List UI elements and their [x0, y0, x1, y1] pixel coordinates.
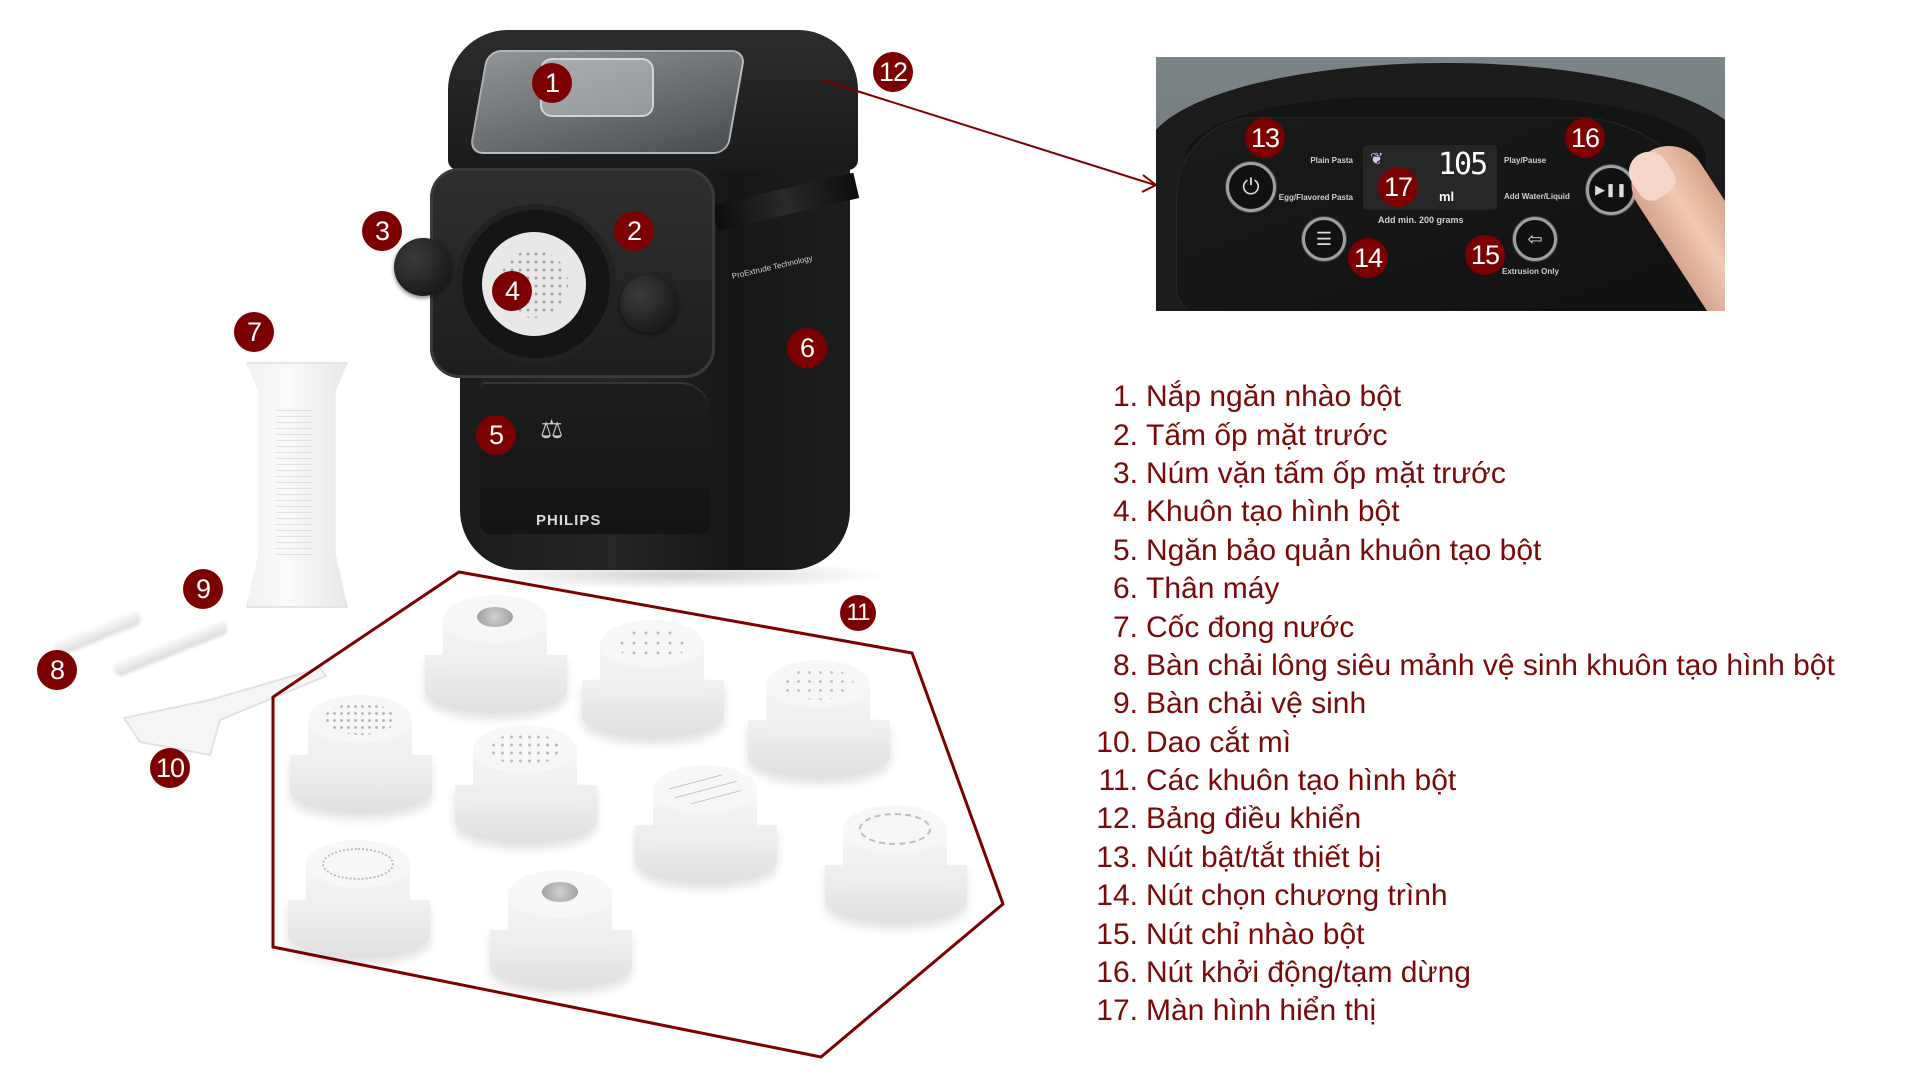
cup-scale-marks: [276, 410, 312, 560]
badge-14: 14: [1348, 238, 1388, 278]
legend-item: 10.Dao cắt mì: [1096, 725, 1292, 759]
shaping-disc-item: [288, 840, 430, 960]
plain-pasta-label: Plain Pasta: [1310, 156, 1353, 165]
brand-logo: PHILIPS: [536, 512, 602, 529]
shaping-disc-item: [825, 805, 967, 925]
shaping-disc-item: [290, 695, 432, 815]
parts-legend: 1.Nắp ngăn nhào bột 2.Tấm ốp mặt trước 3…: [1095, 378, 1915, 1031]
legend-item: 11.Các khuôn tạo hình bột: [1098, 764, 1457, 798]
legend-item: 14.Nút chọn chương trình: [1096, 879, 1448, 913]
badge-13: 13: [1245, 118, 1285, 158]
badge-4: 4: [492, 271, 532, 311]
legend-item: 3.Núm vặn tấm ốp mặt trước: [1112, 456, 1506, 490]
badge-10: 10: [150, 748, 190, 788]
legend-item: 17.Màn hình hiển thị: [1096, 994, 1377, 1028]
badge-5: 5: [476, 415, 516, 455]
legend-item: 16.Nút khởi động/tạm dừng: [1096, 956, 1471, 990]
shaping-disc-item: [748, 660, 890, 780]
badge-1: 1: [532, 63, 572, 103]
pointer-arrow-line: [821, 79, 1156, 186]
legend-item: 12.Bảng điều khiển: [1096, 802, 1362, 836]
discs-outline: [271, 570, 1005, 1059]
badge-17: 17: [1378, 167, 1418, 207]
legend-item: 1.Nắp ngăn nhào bột: [1112, 380, 1402, 414]
shaping-disc-item: [582, 620, 724, 740]
badge-3: 3: [362, 211, 402, 251]
legend-item: 9.Bàn chải vệ sinh: [1112, 687, 1367, 721]
play-pause-button[interactable]: ▶❚❚: [1586, 165, 1636, 215]
shaping-disc-item: [425, 595, 567, 715]
legend-item: 4.Khuôn tạo hình bột: [1112, 495, 1400, 529]
disc-storage-drawer: [480, 382, 710, 534]
shaping-disc-item: [635, 765, 777, 885]
grain-icon: ❦: [1370, 151, 1384, 168]
front-knob-left: [394, 238, 452, 296]
shaping-disc-item: [455, 725, 597, 845]
legend-item: 6.Thân máy: [1112, 572, 1280, 606]
legend-item: 2.Tấm ốp mặt trước: [1112, 418, 1388, 452]
badge-16: 16: [1565, 118, 1605, 158]
scale-icon: ⚖: [540, 414, 564, 444]
egg-pasta-label: Egg/Flavored Pasta: [1278, 193, 1353, 202]
legend-item: 8.Bàn chải lông siêu mảnh vệ sinh khuôn …: [1112, 648, 1835, 682]
badge-7: 7: [234, 312, 274, 352]
add-water-label: Add Water/Liquid: [1504, 192, 1570, 201]
badge-12: 12: [873, 52, 913, 92]
extrusion-only-label: Extrusion Only: [1502, 267, 1559, 276]
display-value: 105: [1438, 147, 1488, 182]
badge-6: 6: [787, 328, 827, 368]
badge-11: 11: [840, 595, 876, 631]
display-unit: ml: [1439, 189, 1455, 204]
legend-item: 5.Ngăn bảo quản khuôn tạo bột: [1112, 533, 1542, 567]
display-hint: Add min. 200 grams: [1378, 215, 1464, 225]
badge-9: 9: [183, 569, 223, 609]
play-pause-label: Play/Pause: [1504, 156, 1547, 165]
program-button[interactable]: ☰: [1302, 217, 1346, 261]
legend-item: 13.Nút bật/tắt thiết bị: [1096, 840, 1382, 874]
legend-item: 15.Nút chỉ nhào bột: [1096, 917, 1365, 951]
legend-item: 7.Cốc đong nước: [1112, 610, 1355, 644]
shaping-disc-item: [490, 870, 632, 990]
badge-15: 15: [1465, 235, 1505, 275]
front-knob-right: [620, 275, 678, 333]
badge-2: 2: [614, 211, 654, 251]
control-panel-inset: ⏻ ☰ ⇦ ▶❚❚ Plain Pasta Egg/Flavored Pasta…: [1156, 57, 1725, 311]
extrusion-only-button[interactable]: ⇦: [1513, 217, 1557, 261]
power-button[interactable]: ⏻: [1226, 162, 1276, 212]
badge-8: 8: [37, 650, 77, 690]
